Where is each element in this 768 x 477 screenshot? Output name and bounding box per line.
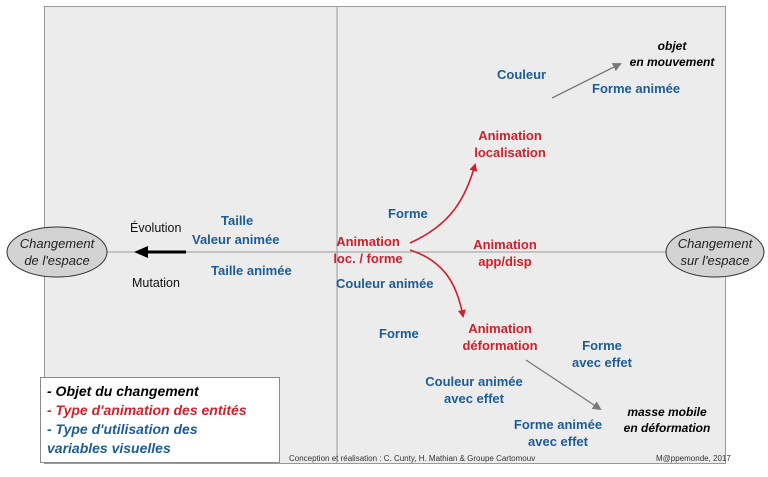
couleur-animee-label: Couleur animée bbox=[336, 276, 434, 291]
credit-left: Conception et réalisation : C. Cunty, H.… bbox=[289, 454, 536, 463]
legend-item-object: - Objet du changement bbox=[47, 383, 199, 399]
legend-box: - Objet du changement - Type d'animation… bbox=[40, 377, 280, 463]
taille-animee-label: Taille animée bbox=[211, 263, 292, 278]
valeur-animee-label: Valeur animée bbox=[192, 232, 280, 247]
left-ellipse bbox=[6, 226, 108, 278]
evolution-label: Évolution bbox=[130, 221, 182, 235]
credit-right: M@ppemonde, 2017 bbox=[656, 454, 731, 463]
forme-top-label: Forme bbox=[388, 206, 428, 221]
red-arrow-down bbox=[409, 249, 466, 318]
forme-bottom-label: Forme bbox=[379, 326, 419, 341]
right-ellipse bbox=[665, 226, 765, 278]
forme-animee-label: Forme animée bbox=[592, 81, 681, 96]
gray-arrow-bottom bbox=[525, 359, 602, 411]
gray-arrow-top bbox=[551, 63, 622, 99]
red-arrow-up bbox=[409, 163, 478, 244]
mutation-label: Mutation bbox=[132, 276, 180, 290]
legend-item-animation-type: - Type d'animation des entités bbox=[47, 402, 247, 418]
couleur-label: Couleur bbox=[497, 67, 547, 82]
taille-label: Taille bbox=[221, 213, 254, 228]
